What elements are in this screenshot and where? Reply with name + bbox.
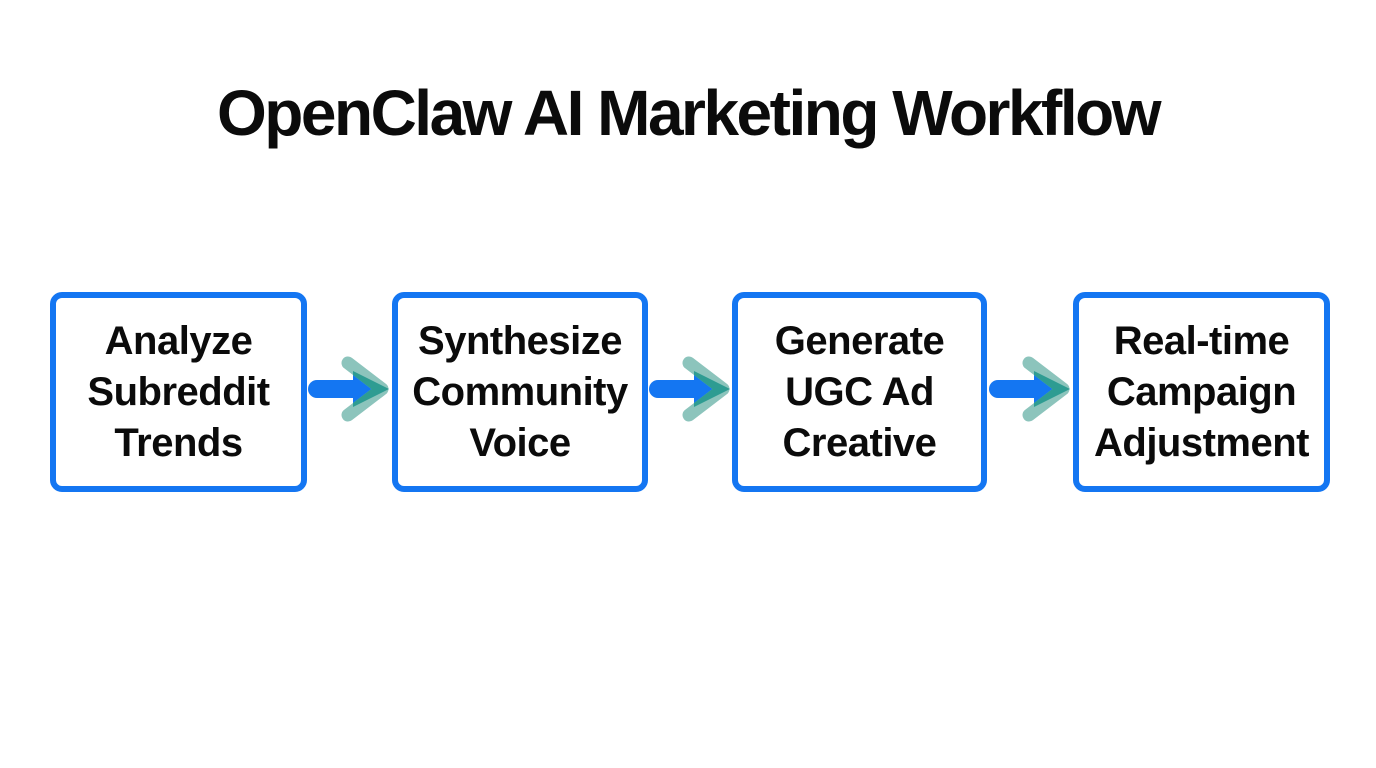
flow-arrow-icon	[649, 356, 730, 422]
step-label: Real-time Campaign Adjustment	[1094, 318, 1310, 465]
step-analyze-subreddit-trends: Analyze Subreddit Trends	[50, 292, 307, 492]
page-title: OpenClaw AI Marketing Workflow	[217, 77, 1162, 149]
step-real-time-campaign-adjustment: Real-time Campaign Adjustment	[1073, 292, 1330, 492]
step-synthesize-community-voice: Synthesize Community Voice	[392, 292, 648, 492]
step-label: Synthesize Community Voice	[412, 318, 628, 465]
step-generate-ugc-ad-creative: Generate UGC Ad Creative	[732, 292, 987, 492]
step-label: Generate UGC Ad Creative	[774, 318, 945, 465]
flow-arrow-icon	[989, 356, 1070, 422]
flow-arrow-icon	[308, 356, 389, 422]
step-label: Analyze Subreddit Trends	[87, 318, 270, 465]
